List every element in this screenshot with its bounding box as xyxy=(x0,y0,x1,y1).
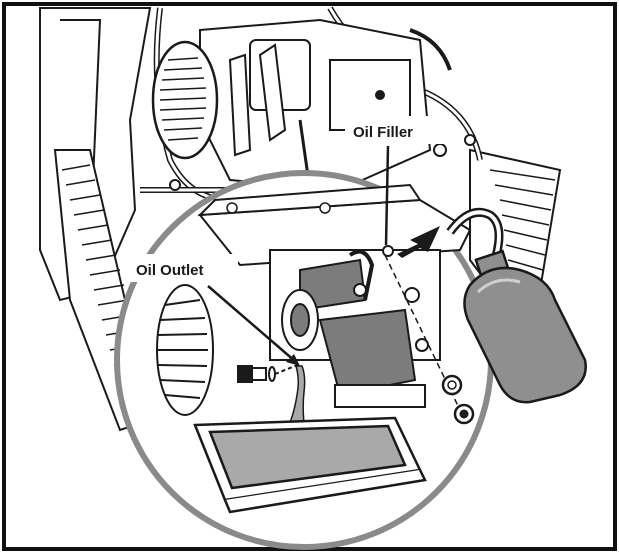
oil-filler-port xyxy=(382,245,394,257)
engine-block xyxy=(269,249,441,408)
oil-bottle xyxy=(446,207,587,404)
oil-filler-leader xyxy=(384,145,390,246)
oil-outlet-leader xyxy=(207,285,297,363)
oil-outlet-label-box xyxy=(128,254,238,282)
oil-outlet-label: Oil Outlet xyxy=(136,262,204,279)
oil-filler-label: Oil Filler xyxy=(353,124,413,141)
oil-filler-label-box xyxy=(345,116,445,144)
filler-cap-parts xyxy=(384,254,475,425)
oil-outlet-callout: Oil Outlet xyxy=(128,254,300,366)
oil-filler-arrow xyxy=(397,226,440,258)
detail-magnifier xyxy=(114,170,587,550)
drive-wheel xyxy=(156,284,214,416)
oil-filler-callout: Oil Filler xyxy=(345,116,445,258)
drain-pan xyxy=(193,416,427,514)
oil-outlet-arrowhead xyxy=(286,354,300,366)
